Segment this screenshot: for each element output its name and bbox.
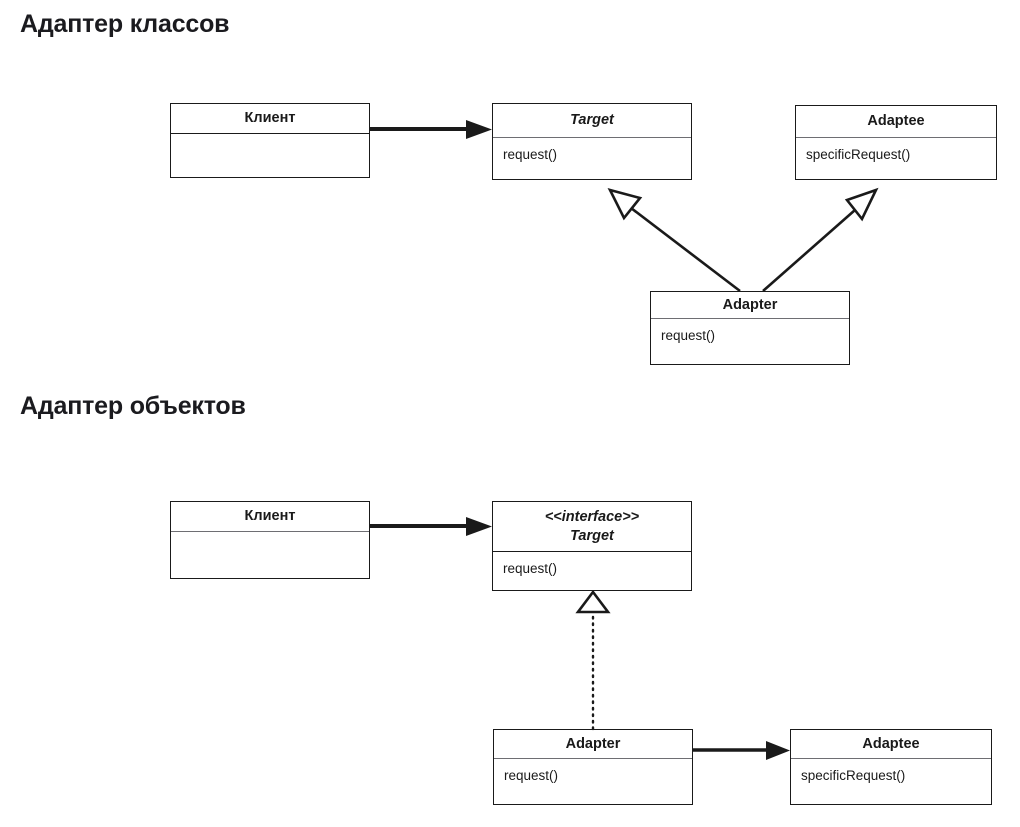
- class-box-title: Клиент: [171, 104, 369, 134]
- class-box-members: [171, 134, 369, 177]
- class-box-client-2[interactable]: Клиент: [170, 501, 370, 579]
- class-box-stereotype: <<interface>>: [544, 509, 640, 526]
- class-box-members: request(): [661, 328, 716, 343]
- class-box-title: Adapter: [494, 730, 692, 759]
- class-box-members: request(): [503, 147, 558, 162]
- association-client-target-1: [370, 120, 492, 139]
- class-box-title: Adapter: [651, 292, 849, 319]
- class-box-members: specificRequest(): [806, 147, 911, 162]
- generalization-adapter-adaptee-1: [762, 187, 879, 292]
- association-client-target-2: [370, 517, 492, 536]
- class-box-adapter-2[interactable]: Adapter request(): [493, 729, 693, 805]
- class-box-title: Adaptee: [791, 730, 991, 759]
- class-box-adapter-1[interactable]: Adapter request(): [650, 291, 850, 365]
- class-box-title: Adaptee: [796, 106, 996, 138]
- class-box-members: request(): [503, 561, 558, 576]
- class-box-target-2[interactable]: <<interface>> Target request(): [492, 501, 692, 591]
- class-box-members: request(): [504, 768, 559, 783]
- class-box-members: specificRequest(): [801, 768, 906, 783]
- class-box-title: Target: [493, 104, 691, 138]
- section-title-object-adapter: Адаптер объектов: [20, 392, 246, 420]
- class-box-title: Клиент: [171, 502, 369, 532]
- class-box-name: Target: [570, 527, 614, 544]
- class-box-target-1[interactable]: Target request(): [492, 103, 692, 180]
- association-adapter-adaptee-2: [693, 741, 790, 760]
- class-box-title: <<interface>> Target: [493, 502, 691, 552]
- class-box-adaptee-2[interactable]: Adaptee specificRequest(): [790, 729, 992, 805]
- realization-adapter-target-2: [575, 589, 611, 731]
- class-box-adaptee-1[interactable]: Adaptee specificRequest(): [795, 105, 997, 180]
- class-box-members: [171, 532, 369, 578]
- section-title-class-adapter: Адаптер классов: [20, 10, 230, 38]
- class-box-client-1[interactable]: Клиент: [170, 103, 370, 178]
- generalization-adapter-target-1: [607, 188, 741, 293]
